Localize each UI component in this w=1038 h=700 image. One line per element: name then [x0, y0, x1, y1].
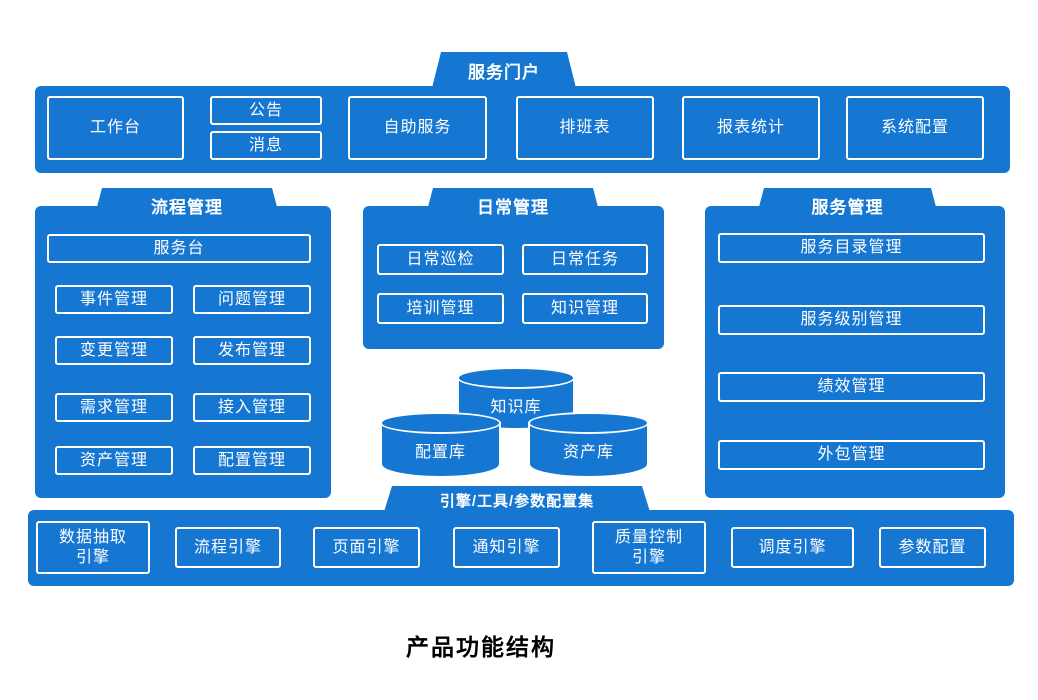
database-label: 知识库 [490, 399, 542, 416]
database-label: 配置库 [414, 444, 466, 461]
node-system-config: 系统配置 [846, 96, 984, 160]
daily-section-tab: 日常管理 [424, 188, 602, 222]
node-outsourcing-mgmt: 外包管理 [718, 440, 985, 470]
node-workbench: 工作台 [47, 96, 184, 160]
daily-panel [363, 206, 664, 349]
node-param-config: 参数配置 [879, 527, 986, 568]
node-service-catalog-mgmt: 服务目录管理 [718, 233, 985, 263]
database-asset-base: 资产库 [528, 412, 649, 478]
node-release-mgmt: 发布管理 [193, 336, 311, 365]
node-process-engine: 流程引擎 [175, 527, 281, 568]
node-self-service: 自助服务 [348, 96, 487, 160]
engine-section-tab: 引擎/工具/参数配置集 [383, 486, 651, 515]
service-section-tab: 服务管理 [755, 188, 940, 222]
page-title: 产品功能结构 [406, 634, 556, 660]
node-incident-mgmt: 事件管理 [55, 285, 173, 314]
node-data-extract-engine: 数据抽取 引擎 [36, 521, 150, 574]
cylinder-top [528, 412, 649, 434]
database-label: 资产库 [562, 444, 614, 461]
node-knowledge-mgmt: 知识管理 [522, 293, 648, 324]
node-daily-inspection: 日常巡检 [377, 244, 504, 275]
node-report-statistics: 报表统计 [682, 96, 820, 160]
node-page-engine: 页面引擎 [313, 527, 420, 568]
cylinder-top [457, 367, 575, 389]
node-problem-mgmt: 问题管理 [193, 285, 311, 314]
node-message: 消息 [210, 131, 322, 160]
node-schedule-engine: 调度引擎 [731, 527, 854, 568]
portal-section-tab: 服务门户 [432, 52, 576, 88]
node-daily-task: 日常任务 [522, 244, 648, 275]
node-training-mgmt: 培训管理 [377, 293, 504, 324]
node-config-mgmt: 配置管理 [193, 446, 311, 475]
node-notify-engine: 通知引擎 [453, 527, 560, 568]
node-service-level-mgmt: 服务级别管理 [718, 305, 985, 335]
node-change-mgmt: 变更管理 [55, 336, 173, 365]
process-section-tab: 流程管理 [93, 188, 281, 222]
node-schedule-table: 排班表 [516, 96, 654, 160]
node-quality-control-engine: 质量控制 引擎 [592, 521, 706, 574]
database-config-base: 配置库 [380, 412, 501, 478]
node-announcement: 公告 [210, 96, 322, 125]
node-service-desk: 服务台 [47, 234, 311, 263]
node-asset-mgmt: 资产管理 [55, 446, 173, 475]
node-demand-mgmt: 需求管理 [55, 393, 173, 422]
cylinder-top [380, 412, 501, 434]
node-access-mgmt: 接入管理 [193, 393, 311, 422]
node-performance-mgmt: 绩效管理 [718, 372, 985, 402]
